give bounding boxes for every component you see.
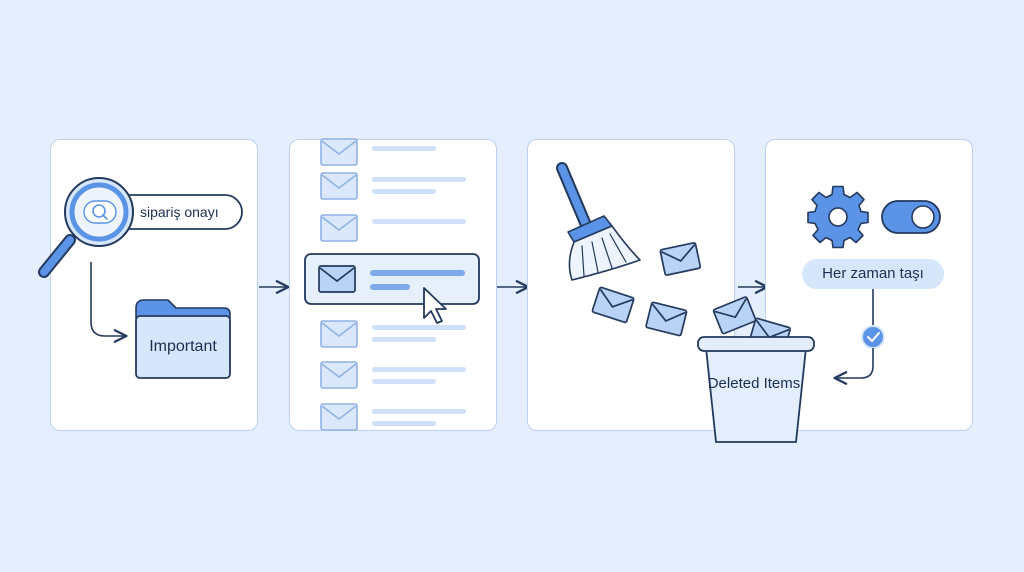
selected-email-row[interactable] (304, 253, 480, 305)
toggle-switch[interactable] (881, 200, 941, 234)
folder-icon (135, 299, 231, 379)
folder-label: Important (149, 338, 217, 355)
broom-icon (556, 162, 641, 281)
rule-pill (802, 259, 944, 289)
gear-icon (807, 185, 869, 249)
rule-to-bin-arrow (833, 348, 874, 385)
check-circle-icon (861, 325, 885, 349)
search-to-folder-arrow (90, 262, 128, 343)
panel-sweep (527, 139, 735, 431)
search-query-text: sipariş onayı (140, 204, 219, 220)
email-list (320, 138, 466, 431)
rule-label: Her zaman taşı (822, 265, 924, 282)
deleted-items-label: Deleted Items (707, 375, 801, 392)
cursor-pointer-icon (423, 287, 447, 324)
magnifier-icon (38, 177, 134, 278)
trash-bin-icon (697, 336, 815, 443)
